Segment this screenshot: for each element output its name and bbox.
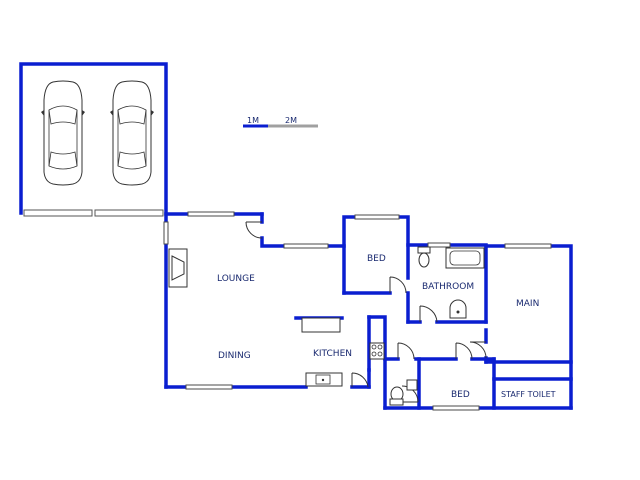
room-label-bed: BED	[451, 390, 470, 400]
car-icon	[41, 80, 85, 186]
room-label-lounge: LOUNGE	[217, 274, 255, 284]
sink-icon	[305, 372, 343, 387]
scale-bar: 1M 2M	[243, 116, 318, 128]
door-swing-icon	[245, 221, 487, 403]
room-label-kitchen: KITCHEN	[313, 349, 352, 359]
toilet-icon	[389, 386, 404, 406]
room-label-bathroom: BATHROOM	[422, 282, 474, 292]
stove-icon	[369, 342, 385, 360]
room-label-bed: BED	[367, 254, 386, 264]
fireplace-icon	[168, 248, 188, 288]
car-icon	[110, 80, 154, 186]
room-label-staff-toilet: STAFF TOILET	[501, 390, 556, 399]
bath-icon	[445, 247, 485, 269]
scale-label-2m: 2M	[285, 116, 297, 125]
windows	[163, 211, 552, 411]
garage-doors	[23, 209, 164, 217]
room-label-dining: DINING	[218, 351, 251, 361]
basin-icon	[406, 379, 418, 391]
room-label-main: MAIN	[516, 299, 539, 309]
toilet-icon	[417, 246, 431, 268]
counter-icon	[301, 317, 341, 333]
basin-icon	[449, 299, 467, 319]
scale-label-1m: 1M	[247, 116, 259, 125]
walls	[19, 62, 573, 410]
